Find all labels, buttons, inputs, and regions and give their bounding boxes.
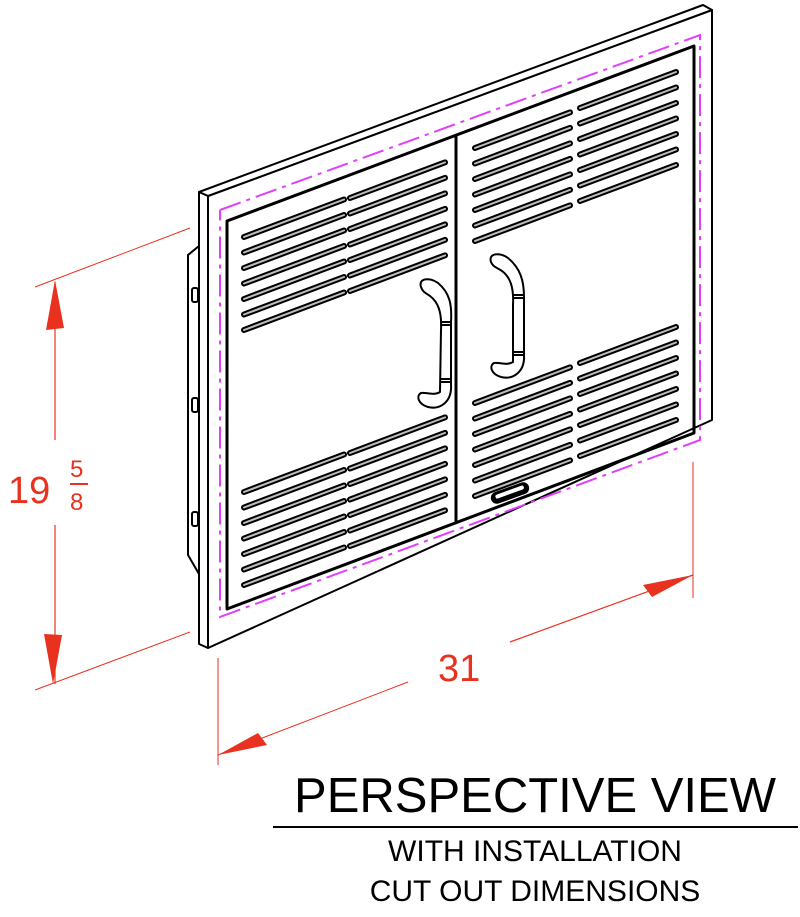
view-subtitle-line2: CUT OUT DIMENSIONS	[369, 875, 701, 908]
view-subtitle-line1: WITH INSTALLATION	[388, 835, 682, 868]
view-title: PERSPECTIVE VIEW	[294, 769, 776, 823]
height-dimension	[34, 227, 191, 691]
height-numerator: 5	[70, 456, 83, 483]
cutout-outline	[219, 33, 701, 619]
width-label: 31	[438, 648, 480, 690]
title-block: PERSPECTIVE VIEW WITH INSTALLATION CUT O…	[270, 768, 800, 912]
door-panel	[225, 44, 696, 611]
push-latch	[490, 482, 530, 504]
height-label: 19 5 8	[8, 456, 88, 516]
right-door-handle	[489, 253, 526, 379]
vent-slots	[241, 69, 679, 588]
title-underline	[273, 826, 798, 828]
height-denominator: 8	[70, 489, 83, 516]
width-dimension	[217, 462, 694, 765]
height-whole: 19	[8, 470, 50, 512]
rear-mounting-box	[187, 245, 200, 575]
left-door-handle	[417, 278, 453, 409]
